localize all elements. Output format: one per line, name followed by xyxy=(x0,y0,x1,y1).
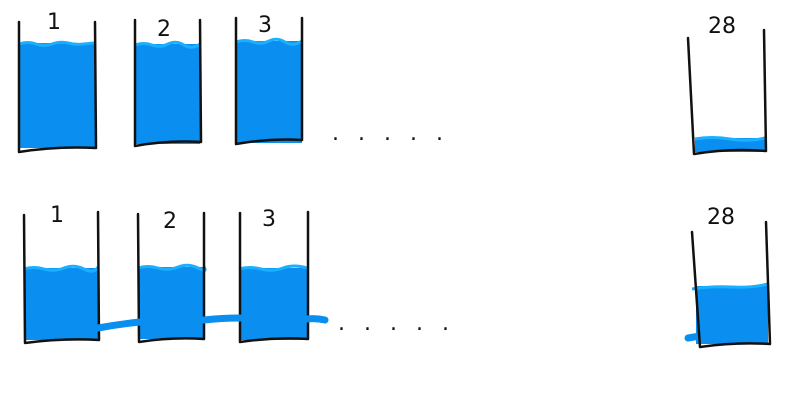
container-label: 1 xyxy=(50,203,64,228)
container-label: 3 xyxy=(262,207,276,232)
bottom-container-1: 1 xyxy=(22,203,101,345)
top-container-1: 1 xyxy=(17,10,98,154)
container-label: 28 xyxy=(708,14,736,39)
water-fill xyxy=(138,267,204,339)
water-fill xyxy=(24,268,98,340)
top-row: 1 2 3 . . . . . 28 xyxy=(17,10,768,156)
container-outline xyxy=(686,28,768,156)
bottom-container-28: 28 xyxy=(684,205,772,349)
container-outline xyxy=(690,220,772,349)
connecting-pipe xyxy=(94,314,329,332)
water-surface xyxy=(238,264,308,272)
water-surface xyxy=(18,40,96,47)
top-container-28: 28 xyxy=(686,14,768,156)
water-surface xyxy=(23,264,100,273)
container-label: 1 xyxy=(47,10,61,35)
container-outline xyxy=(238,210,310,344)
bottom-row: 1 2 3 . . . . . xyxy=(22,203,772,349)
water-surface xyxy=(694,136,766,142)
container-label: 28 xyxy=(707,205,735,230)
water-fill xyxy=(239,268,307,340)
container-label: 2 xyxy=(163,209,177,234)
container-outline xyxy=(22,210,101,345)
container-outline xyxy=(133,18,203,148)
bottom-container-3: 3 xyxy=(238,207,310,344)
water-surface xyxy=(137,263,207,272)
water-surface xyxy=(691,282,769,291)
container-outline xyxy=(234,16,304,146)
water-surface xyxy=(134,40,201,49)
container-label: 3 xyxy=(258,13,272,38)
water-fill xyxy=(236,41,302,143)
top-container-2: 2 xyxy=(133,17,203,148)
ellipsis: . . . . . xyxy=(338,311,455,336)
water-fill xyxy=(135,44,200,144)
top-container-3: 3 xyxy=(234,13,304,146)
ellipsis: . . . . . xyxy=(332,121,449,146)
container-label: 2 xyxy=(157,17,171,42)
water-fill xyxy=(19,43,95,148)
container-outline xyxy=(17,20,98,154)
container-outline xyxy=(136,211,206,344)
water-fill xyxy=(696,286,768,344)
bottom-container-2: 2 xyxy=(136,209,207,344)
water-surface xyxy=(235,37,303,46)
